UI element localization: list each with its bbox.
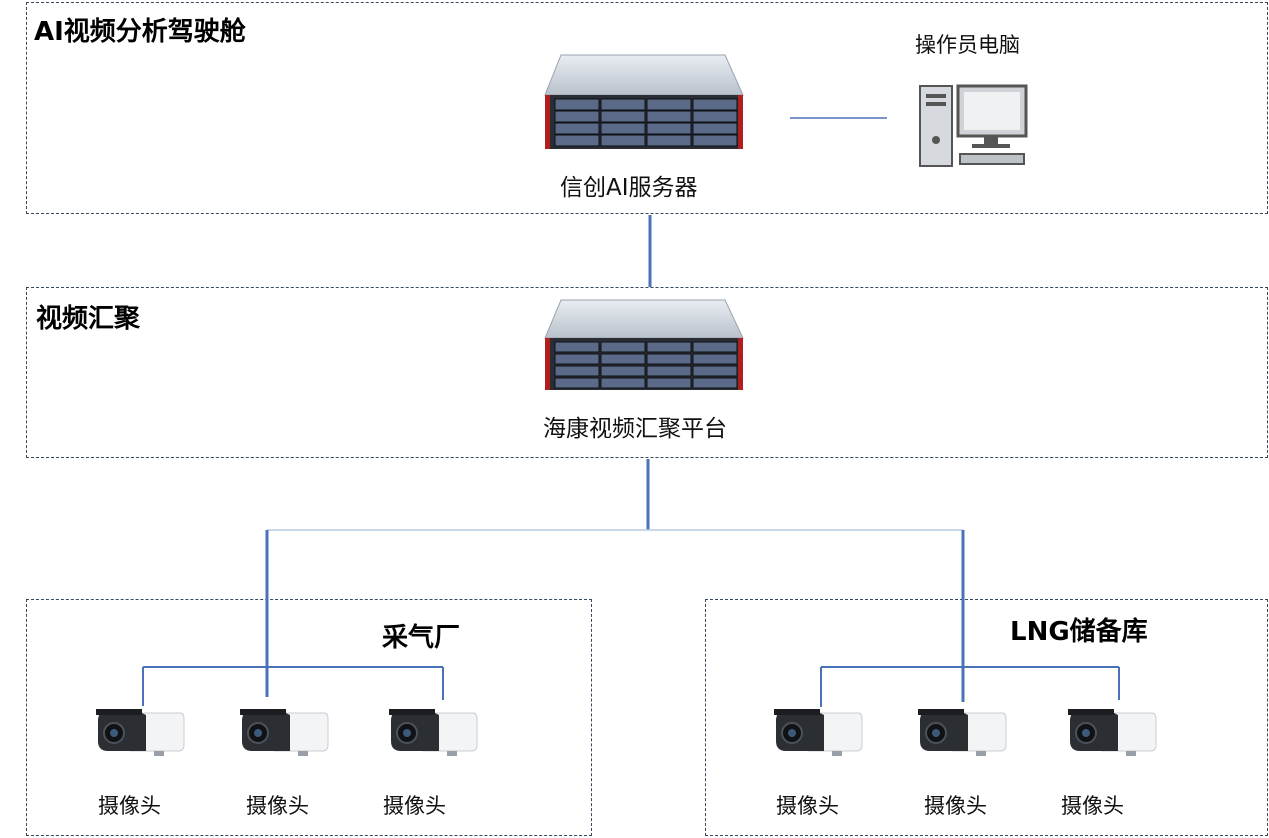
site-b-section <box>705 599 1268 836</box>
bullet-camera-icon <box>1066 707 1158 761</box>
site-a-title: 采气厂 <box>382 623 461 653</box>
bullet-camera-icon <box>94 707 186 761</box>
cockpit-title: AI视频分析驾驶舱 <box>34 17 246 47</box>
ai-server-label: 信创AI服务器 <box>560 175 698 201</box>
hik-platform-label: 海康视频汇聚平台 <box>543 416 727 442</box>
aggregation-section <box>26 287 1268 458</box>
site-a-camera-label: 摄像头 <box>383 794 446 818</box>
bullet-camera-icon <box>238 707 330 761</box>
cockpit-section <box>26 2 1268 214</box>
operator-pc-label: 操作员电脑 <box>915 33 1020 57</box>
site-a-camera-label: 摄像头 <box>98 794 161 818</box>
site-a-section <box>26 599 592 836</box>
site-b-camera-label: 摄像头 <box>776 794 839 818</box>
site-b-camera-label: 摄像头 <box>1061 794 1124 818</box>
rack-server-icon <box>544 54 744 149</box>
rack-server-icon <box>544 299 744 390</box>
desktop-computer-icon <box>919 84 1028 167</box>
site-a-camera-label: 摄像头 <box>246 794 309 818</box>
bullet-camera-icon <box>772 707 864 761</box>
bullet-camera-icon <box>916 707 1008 761</box>
site-b-title: LNG储备库 <box>1010 617 1148 647</box>
site-b-camera-label: 摄像头 <box>924 794 987 818</box>
bullet-camera-icon <box>387 707 479 761</box>
aggregation-title: 视频汇聚 <box>36 304 141 334</box>
